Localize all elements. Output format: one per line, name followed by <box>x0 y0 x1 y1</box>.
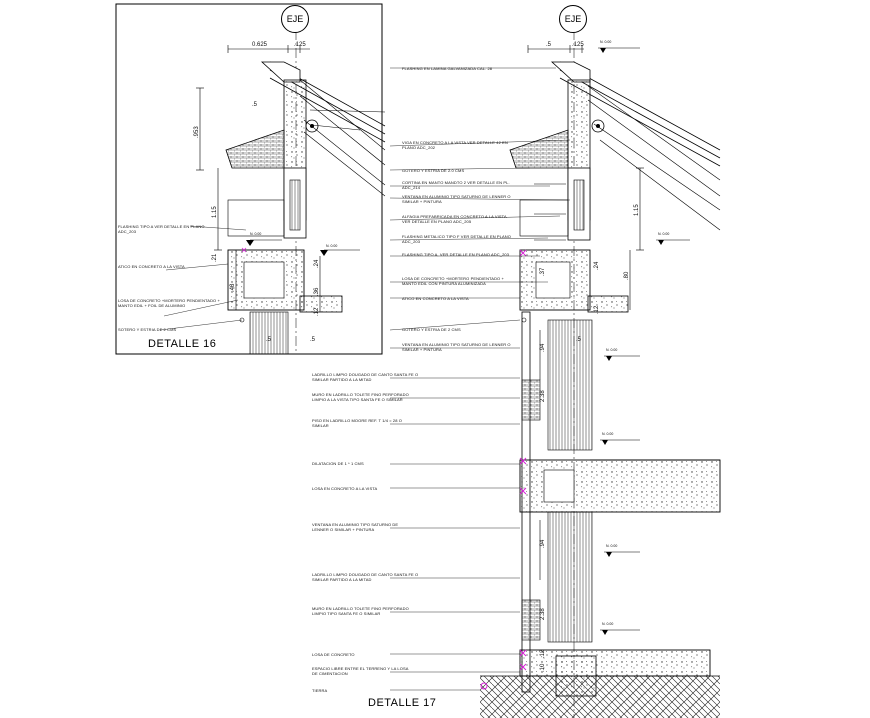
axis-marker-detail-16: EJE <box>281 5 309 33</box>
d17-label-r11: VENTANA EN ALUMINIO TIPO SATURNO DE LENN… <box>402 342 511 352</box>
d17-dim-h1: 1.15 <box>634 204 640 216</box>
d17-label-r6: FLASHING METALICO TIPO F VER DETALLE EN … <box>402 234 511 244</box>
level-tag: N. 0.00 <box>250 232 262 236</box>
level-tag: N. 0.00 <box>602 432 614 436</box>
d17-dim-top-a: .5 <box>546 42 552 48</box>
d17-dim-h3: .37 <box>540 267 546 276</box>
level-tag: N. 0.00 <box>606 544 618 548</box>
d17-label-l9: ESPACIO LIBRE ENTRE EL TERRENO Y LA LOSA… <box>312 666 409 676</box>
detail-16-title: DETALLE 16 <box>148 338 217 350</box>
d17-label-l0: LADRILLO LIMPIO DOUGADO DE CANTO SANTA F… <box>312 372 419 382</box>
detail-17 <box>389 30 721 718</box>
d16-label-atico: ATICO EN CONCRETO A LA VISTA <box>118 264 185 269</box>
d17-label-r1: VIGA EN CONCRETO A LA VISTA VER DETALLE … <box>402 140 508 150</box>
d17-label-r9: ATICO EN CONCRETO A LA VISTA <box>402 296 469 301</box>
d16-label-losa: LOSA DE CONCRETO +MORTERO PENDIENTADO + … <box>118 298 220 308</box>
level-tag: N. 0.00 <box>606 348 618 352</box>
d17-label-l5: VENTANA EN ALUMINIO TIPO SATURNO DE LENN… <box>312 522 399 532</box>
d17-label-l10: TIERRA <box>312 688 328 693</box>
d17-label-r0: FLASHING EN LAMINA GALVANIZADA CAL. 28 <box>402 66 493 71</box>
d17-label-l8: LOSA DE CONCRETO <box>312 652 355 657</box>
d17-label-r7: FLASHING TIPO A, VER DETALLE EN PLANO AD… <box>402 252 510 257</box>
d17-label-r4: VENTANA EN ALUMINIO TIPO SATURNO DE LENN… <box>402 194 511 204</box>
d16-dim-h2: .21 <box>212 253 218 262</box>
level-tag: N. 0.00 <box>602 622 614 626</box>
detail-16 <box>115 3 386 355</box>
d16-label-gotero: SOTERO Y ESTRIA DE 2 CMS <box>118 327 177 332</box>
detail-17-title: DETALLE 17 <box>368 697 437 709</box>
d17-label-l7: MURO EN LADRILLO TOLETE FINO PERFORADO L… <box>312 606 409 616</box>
d17-dim-bot: .5 <box>576 337 582 343</box>
d17-label-l1: MURO EN LADRILLO TOLETE FINO PERFORADO L… <box>312 392 409 402</box>
d16-label-flashing: FLASHING TIPO A VER DETALLE EN PLANO ADC… <box>118 224 205 234</box>
d17-dim-h10: .12 <box>540 649 546 658</box>
axis-marker-detail-17: EJE <box>559 5 587 33</box>
d16-dim-h1: 1.15 <box>212 206 218 218</box>
d16-dim-side: .953 <box>194 126 200 138</box>
d16-dim-top-a: 0.625 <box>252 42 268 48</box>
d17-label-l4: LOSA EN CONCRETO A LA VISTA <box>312 486 378 491</box>
d16-dim-h3: .24 <box>314 259 320 268</box>
d17-dim-h8: .94 <box>540 539 546 548</box>
d17-dim-h6: .94 <box>540 343 546 352</box>
d17-label-r8: LOSA DE CONCRETO +MORTERO PENDIENTADO + … <box>402 276 504 286</box>
d16-dim-bot-a: .5 <box>266 337 272 343</box>
d16-dim-h5: .36 <box>314 287 320 296</box>
d17-label-l3: DILATACION DE 1 * 1 CMS <box>312 461 364 466</box>
d16-dim-h6: .12 <box>314 307 320 316</box>
d17-label-r3: CORTINA EN MANTO MANDTO 2 VER DETALLE EN… <box>402 180 510 190</box>
d17-dim-h11: .10 <box>540 663 546 672</box>
d16-dim-mid: .5 <box>252 102 258 108</box>
d17-label-r10: GOTERO Y ESTRIA DE 2 CMS <box>402 327 461 332</box>
d17-label-l6: LADRILLO LIMPIO DOUGADO DE CANTO SANTA F… <box>312 572 419 582</box>
d17-dim-h9: 2.38 <box>540 608 546 620</box>
d17-label-r2: GOTERO Y ESTRIA DE 2.0 CMS <box>402 168 465 173</box>
d17-label-l2: PISO EN LADRILLO MOORE REF. T 1/4 = 28 O… <box>312 418 402 428</box>
d17-dim-top-b: .125 <box>572 42 584 48</box>
level-tag: N. 0.00 <box>658 232 670 236</box>
level-tag: N. 0.00 <box>326 244 338 248</box>
d17-dim-h4: .24 <box>594 261 600 270</box>
d17-dim-h7: 2.38 <box>540 390 546 402</box>
d17-dim-h2: .80 <box>624 271 630 280</box>
d16-dim-h4: .48 <box>230 283 236 292</box>
d16-dim-top-b: .125 <box>294 42 306 48</box>
d17-label-r5: ALFAGIA PREFABRICADA EN CONCRETO A LA VI… <box>402 214 507 224</box>
d17-dim-h5: .12 <box>594 305 600 314</box>
level-tag: N. 0.00 <box>600 40 612 44</box>
detail-16-frame <box>115 3 383 355</box>
d16-dim-bot-b: .5 <box>310 337 316 343</box>
